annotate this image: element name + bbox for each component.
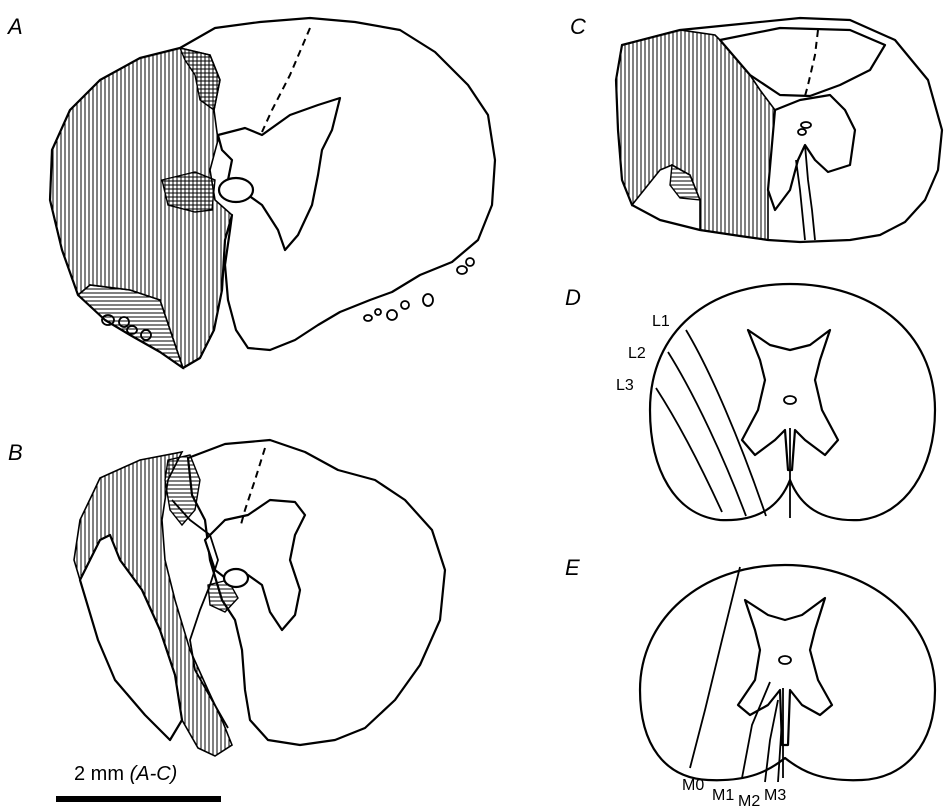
panel-e-label-m1: M1 xyxy=(712,787,734,804)
panel-d-label-l2: L2 xyxy=(628,345,646,362)
panel-e-label: E xyxy=(565,555,580,580)
panel-e-label-m3: M3 xyxy=(764,787,786,804)
panel-b-central-blob xyxy=(224,569,248,587)
scale-bar-line xyxy=(56,796,221,802)
panel-a-central-blob xyxy=(219,178,253,202)
scale-bar-range: (A-C) xyxy=(130,763,178,785)
panel-a-label: A xyxy=(6,14,23,39)
panel-e: E M0 M1 M2 M3 xyxy=(565,555,935,810)
scale-bar-label: 2 mm (A-C) xyxy=(74,763,177,785)
panel-d-label: D xyxy=(565,285,581,310)
panel-a-lesion-horizontal-hatch-2 xyxy=(162,172,215,212)
panel-d: D L1 L2 L3 xyxy=(565,284,935,520)
panel-c: C xyxy=(570,14,942,242)
panel-b-label: B xyxy=(8,440,23,465)
panel-b: B xyxy=(8,440,445,756)
panel-d-label-l1: L1 xyxy=(652,313,670,330)
panel-e-label-m2: M2 xyxy=(738,793,760,810)
panel-c-label: C xyxy=(570,14,586,39)
scale-bar-value: 2 mm xyxy=(74,763,124,785)
panel-a: A xyxy=(6,14,495,368)
panel-e-label-m0: M0 xyxy=(682,777,704,794)
panel-d-label-l3: L3 xyxy=(616,377,634,394)
panel-b-lesion-horizontal-hatch xyxy=(165,455,200,525)
scale-bar: 2 mm (A-C) xyxy=(56,763,221,802)
